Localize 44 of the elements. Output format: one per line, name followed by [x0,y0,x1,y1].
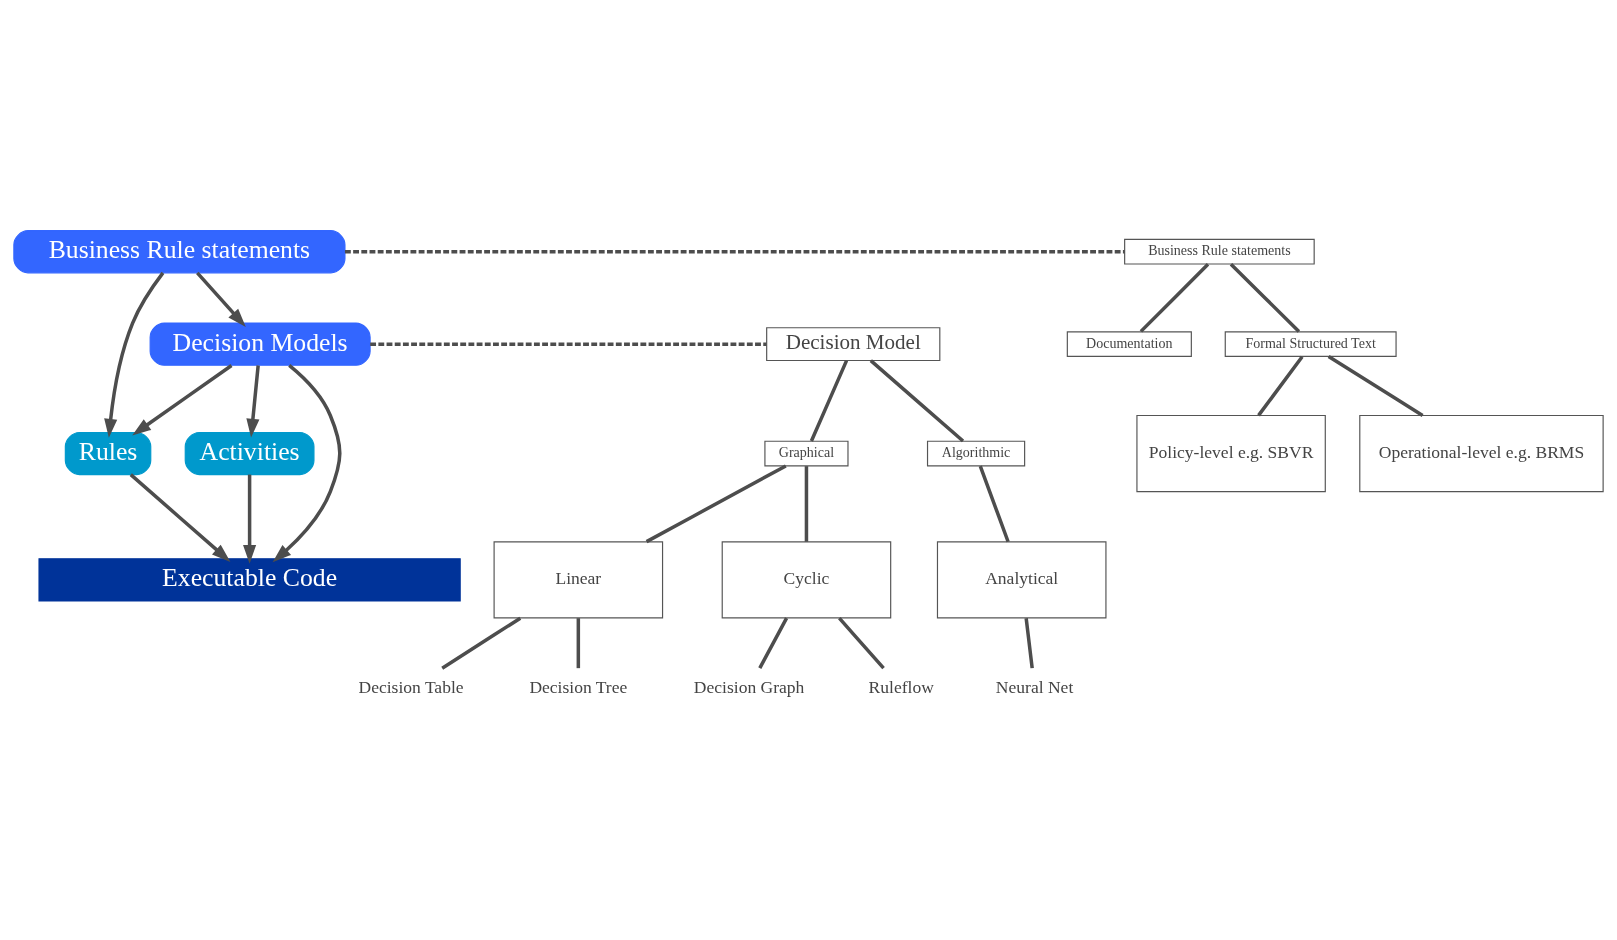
node-box: Graphical [764,440,849,466]
node-box: Formal Structured Text [1224,330,1397,357]
node-box: Linear [493,540,664,618]
node-box: Decision Models [149,322,371,366]
connector [1327,354,1424,417]
connector [1257,355,1304,416]
connector [1229,262,1301,333]
node-box: Documentation [1066,330,1192,357]
connector [978,465,1010,542]
node-box: Decision Model [766,326,941,361]
node-text: Neural Net [995,676,1074,697]
node-box: Executable Code [38,557,461,602]
arrow [243,474,257,564]
node-box: Policy-level e.g. SBVR [1136,414,1326,492]
node-box: Business Rule statements [13,229,346,273]
arrow [272,363,342,562]
node-box: Rules [64,431,152,475]
arrow [246,364,260,438]
node-box: Operational-level e.g. BRMS [1359,414,1604,492]
node-text: Decision Tree [529,676,628,697]
arrow [104,271,165,438]
node-box: Business Rule statements [1124,238,1315,265]
connector [344,249,1125,253]
connector [645,463,787,543]
connector [804,465,809,542]
arrow [196,271,246,327]
node-box: Algorithmic [926,440,1026,466]
connector [576,617,581,668]
node-box: Cyclic [721,540,892,618]
node-box: Analytical [936,540,1107,618]
connector [869,358,965,442]
node-text: Ruleflow [868,676,934,697]
connector [441,616,522,670]
node-text: Decision Graph [693,676,805,697]
connector [838,616,885,669]
connector [1139,262,1210,333]
connector [370,341,767,346]
arrow [129,472,231,562]
node-text: Decision Table [358,676,464,697]
connector [1024,617,1034,668]
arrow [132,363,233,435]
node-box: Activities [184,431,315,475]
connector [758,616,789,669]
connector [809,359,849,442]
